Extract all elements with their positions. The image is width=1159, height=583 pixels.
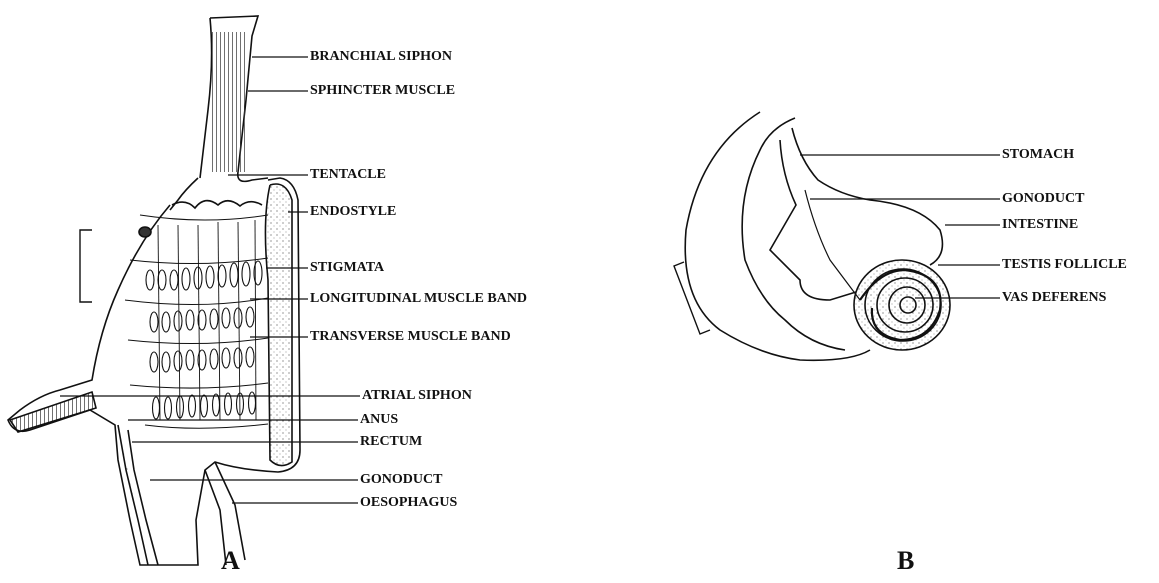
scale-bar-a [80,230,92,302]
label-testis-follicle: TESTIS FOLLICLE [1002,257,1127,273]
label-oesophagus: OESOPHAGUS [360,495,457,511]
label-stomach: STOMACH [1002,147,1074,163]
gonoduct-b [805,190,860,300]
label-rectum: RECTUM [360,434,422,450]
atrial-siphon-shading [10,392,96,432]
label-tentacle: TENTACLE [310,167,386,183]
rectum-tube [118,425,148,565]
label-stigmata: STIGMATA [310,260,384,276]
panel-a-letter: A [221,546,240,576]
sphincter-muscle-shading [212,32,248,172]
stigmata-rows [146,261,262,419]
panel-b-letter: B [897,546,914,576]
label-vas-deferens: VAS DEFERENS [1002,290,1106,306]
label-intestine: INTESTINE [1002,217,1078,233]
label-transverse-muscle-band: TRANSVERSE MUSCLE BAND [310,329,511,345]
label-atrial-siphon: ATRIAL SIPHON [362,388,472,404]
panel-b-drawing [674,112,950,360]
label-anus: ANUS [360,412,398,428]
label-longitudinal-muscle-band: LONGITUDINAL MUSCLE BAND [310,291,527,307]
testis-coil [854,260,950,350]
tentacle-crown [172,201,262,208]
ganglion-spot [139,227,151,237]
intestine-outer [792,128,942,265]
stomach-outline [742,118,845,350]
label-sphincter-muscle: SPHINCTER MUSCLE [310,83,455,99]
pharynx-band-4 [128,338,268,344]
scale-bar-b [674,262,710,334]
pharynx-band-6 [145,424,268,428]
label-gonoduct-a: GONODUCT [360,472,442,488]
pharynx-band-3 [125,298,268,305]
panel-a-drawing [8,16,300,565]
pharynx-band-5 [130,383,268,388]
endostyle [265,184,292,466]
leader-lines-a [60,57,360,503]
label-endostyle: ENDOSTYLE [310,204,396,220]
label-branchial-siphon: BRANCHIAL SIPHON [310,49,452,65]
siphon-outer-left [200,18,212,178]
intestine-inner [770,140,856,300]
tentacle-left [170,178,198,210]
label-gonoduct-b: GONODUCT [1002,191,1084,207]
